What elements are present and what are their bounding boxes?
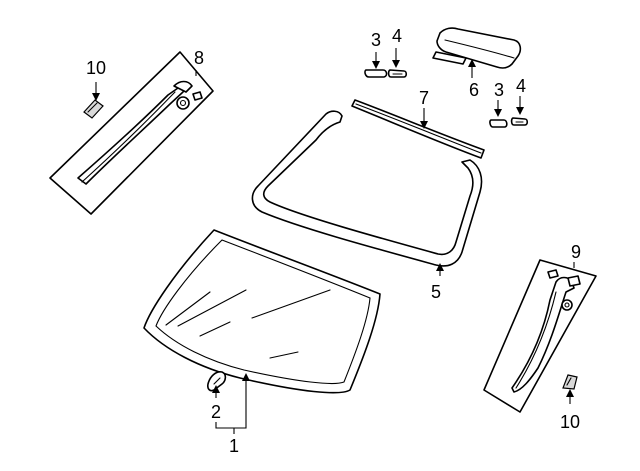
callout-5: 5 — [431, 282, 441, 302]
mirror-bracket-top — [387, 69, 408, 78]
mirror-bracket-cover-top — [364, 69, 388, 78]
mirror-bracket-right — [510, 117, 529, 126]
glass-clip — [207, 371, 227, 392]
callout-4-top: 4 — [392, 26, 402, 46]
pillar-box-right — [483, 259, 597, 413]
callout-10-left: 10 — [86, 58, 106, 78]
pillar-clip-left — [83, 99, 104, 119]
callout-7: 7 — [419, 88, 429, 108]
leader-lines — [92, 48, 575, 434]
callout-2: 2 — [211, 402, 221, 422]
pillar-clip-right — [562, 374, 578, 390]
callout-4-right: 4 — [516, 76, 526, 96]
callout-8: 8 — [194, 48, 204, 68]
callout-10-right: 10 — [560, 412, 580, 432]
windshield-molding — [251, 110, 483, 267]
callout-1: 1 — [229, 436, 239, 456]
callout-3-top: 3 — [371, 30, 381, 50]
mirror-bracket-cover-right — [489, 119, 508, 128]
callout-labels: 10 8 3 4 6 7 3 4 5 9 10 2 1 — [86, 26, 581, 456]
pillar-box-left — [49, 51, 214, 215]
callout-3-right: 3 — [494, 80, 504, 100]
callout-6: 6 — [469, 80, 479, 100]
callout-9: 9 — [571, 242, 581, 262]
windshield-glass — [143, 229, 381, 394]
rear-view-mirror — [432, 27, 522, 69]
upper-molding-strip — [351, 99, 485, 159]
